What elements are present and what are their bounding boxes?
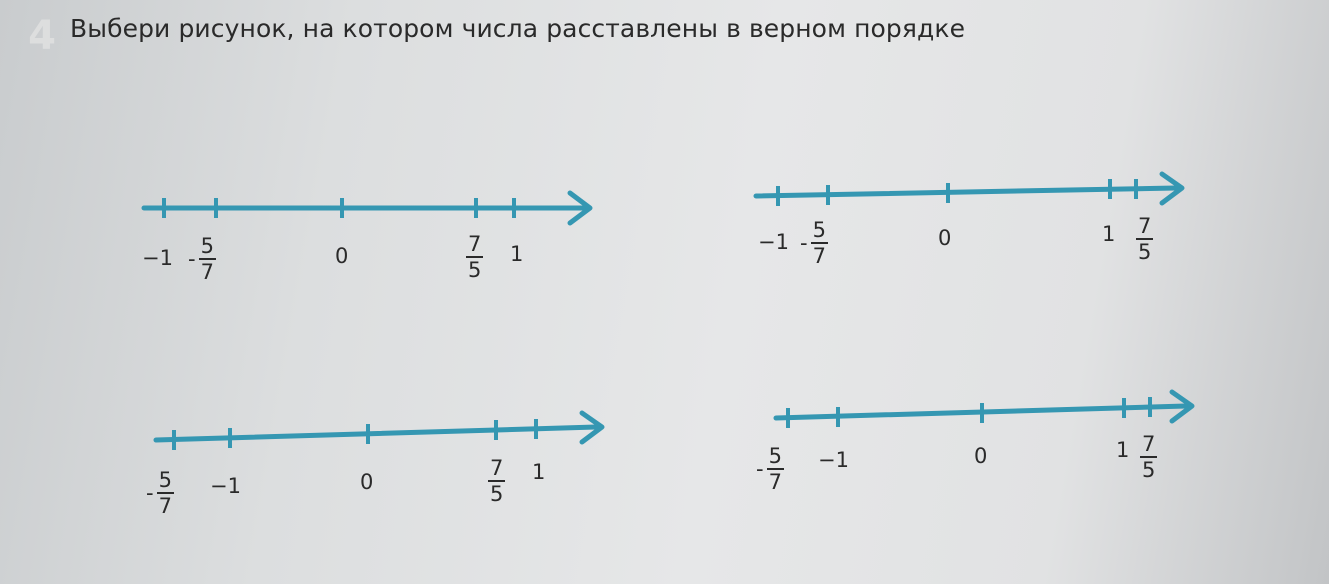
label-one: 1 [1102,222,1116,246]
label-one: 1 [1116,438,1130,462]
label-minus-one: −1 [210,474,241,498]
label-zero: 0 [360,470,374,494]
label-minus-one: −1 [758,230,789,254]
number-line-1 [141,190,593,226]
number-line-4 [773,389,1195,428]
label-minus-one: −1 [142,246,173,270]
label-one: 1 [510,242,524,266]
number-line-3 [153,410,605,450]
label-minus-one: −1 [818,448,849,472]
question-title: Выбери рисунок, на котором числа расстав… [70,14,966,43]
question-number: 4 [28,13,56,59]
label-zero: 0 [974,444,988,468]
number-line-2 [753,171,1185,206]
label-one: 1 [532,460,546,484]
label-zero: 0 [335,244,349,268]
label-zero: 0 [938,226,952,250]
